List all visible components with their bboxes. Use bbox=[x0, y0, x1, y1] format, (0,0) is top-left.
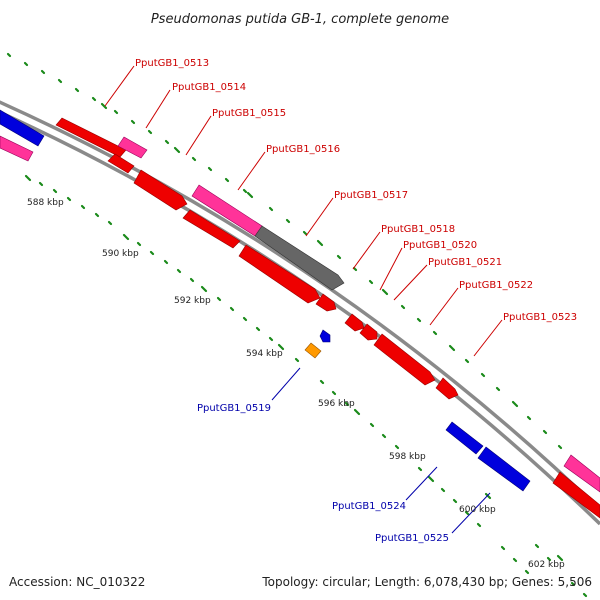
inner-tick-track bbox=[24, 174, 588, 598]
gene-arrow-pputgb1-0519[interactable] bbox=[304, 342, 322, 359]
gene-arrow-pputgb1-0516b[interactable] bbox=[182, 209, 241, 249]
gene-arrow-pputgb1-0522[interactable] bbox=[373, 333, 436, 386]
gene-label-reverse[interactable]: PputGB1_0519 bbox=[197, 403, 271, 414]
scale-label: 590 kbp bbox=[102, 249, 139, 259]
scale-label: 600 kbp bbox=[459, 505, 496, 515]
scale-label: 602 kbp bbox=[528, 560, 565, 570]
gene-label-forward[interactable]: PputGB1_0522 bbox=[459, 280, 533, 291]
gene-arrow-left-edge-blue[interactable] bbox=[0, 109, 45, 147]
forward-gene-labels: PputGB1_0513 PputGB1_0514 PputGB1_0515 P… bbox=[135, 58, 577, 323]
scale-label: 588 kbp bbox=[27, 198, 64, 208]
gene-arrow-right-edge-pink[interactable] bbox=[563, 454, 600, 493]
gene-arrow-right-edge-red[interactable] bbox=[552, 471, 600, 519]
gene-label-forward[interactable]: PputGB1_0517 bbox=[334, 190, 408, 201]
gene-label-forward[interactable]: PputGB1_0514 bbox=[172, 82, 246, 93]
gene-arrow-pputgb1-0520[interactable] bbox=[344, 313, 365, 332]
gene-label-forward[interactable]: PputGB1_0516 bbox=[266, 144, 340, 155]
gene-arrow-pputgb1-0521[interactable] bbox=[359, 323, 378, 341]
gene-arrow-left-edge-pink[interactable] bbox=[0, 135, 34, 162]
gene-label-forward[interactable]: PputGB1_0513 bbox=[135, 58, 209, 69]
gene-arrow-pputgb1-0518[interactable] bbox=[238, 244, 321, 304]
forward-gene-track bbox=[55, 117, 600, 519]
accession-text: Accession: NC_010322 bbox=[9, 575, 145, 589]
gene-label-forward[interactable]: PputGB1_0521 bbox=[428, 257, 502, 268]
genome-summary-text: Topology: circular; Length: 6,078,430 bp… bbox=[261, 575, 592, 589]
gene-arrow-small-blue[interactable] bbox=[319, 329, 331, 343]
gene-arrow-pputgb1-0518b[interactable] bbox=[315, 293, 337, 312]
label-leaders-reverse bbox=[271, 367, 491, 534]
gene-label-forward[interactable]: PputGB1_0518 bbox=[381, 224, 455, 235]
gene-label-forward[interactable]: PputGB1_0520 bbox=[403, 240, 477, 251]
gene-label-forward[interactable]: PputGB1_0515 bbox=[212, 108, 286, 119]
gene-arrow-pputgb1-0514b[interactable] bbox=[107, 153, 135, 174]
scale-label: 598 kbp bbox=[389, 452, 426, 462]
gene-label-reverse[interactable]: PputGB1_0525 bbox=[375, 533, 449, 544]
gene-arrow-pputgb1-0517[interactable] bbox=[254, 225, 345, 291]
gene-arrow-pputgb1-0513[interactable] bbox=[55, 117, 127, 158]
scale-labels: 588 kbp 590 kbp 592 kbp 594 kbp 596 kbp … bbox=[27, 198, 565, 570]
gene-arrow-pputgb1-0524[interactable] bbox=[445, 421, 484, 455]
gene-arrow-pputgb1-0523[interactable] bbox=[435, 377, 459, 400]
gene-label-forward[interactable]: PputGB1_0523 bbox=[503, 312, 577, 323]
scale-label: 594 kbp bbox=[246, 349, 283, 359]
label-leaders-forward bbox=[104, 65, 503, 357]
gene-label-reverse[interactable]: PputGB1_0524 bbox=[332, 501, 406, 512]
reverse-gene-track bbox=[0, 109, 531, 492]
scale-label: 596 kbp bbox=[318, 399, 355, 409]
map-title: Pseudomonas putida GB-1, complete genome bbox=[151, 12, 449, 27]
scale-label: 592 kbp bbox=[174, 296, 211, 306]
reverse-gene-labels: PputGB1_0519 PputGB1_0524 PputGB1_0525 bbox=[197, 403, 449, 544]
gene-arrow-pputgb1-0514[interactable] bbox=[117, 136, 148, 159]
gene-arrow-pputgb1-0515[interactable] bbox=[133, 169, 188, 211]
gene-arrow-pputgb1-0525[interactable] bbox=[477, 446, 531, 492]
